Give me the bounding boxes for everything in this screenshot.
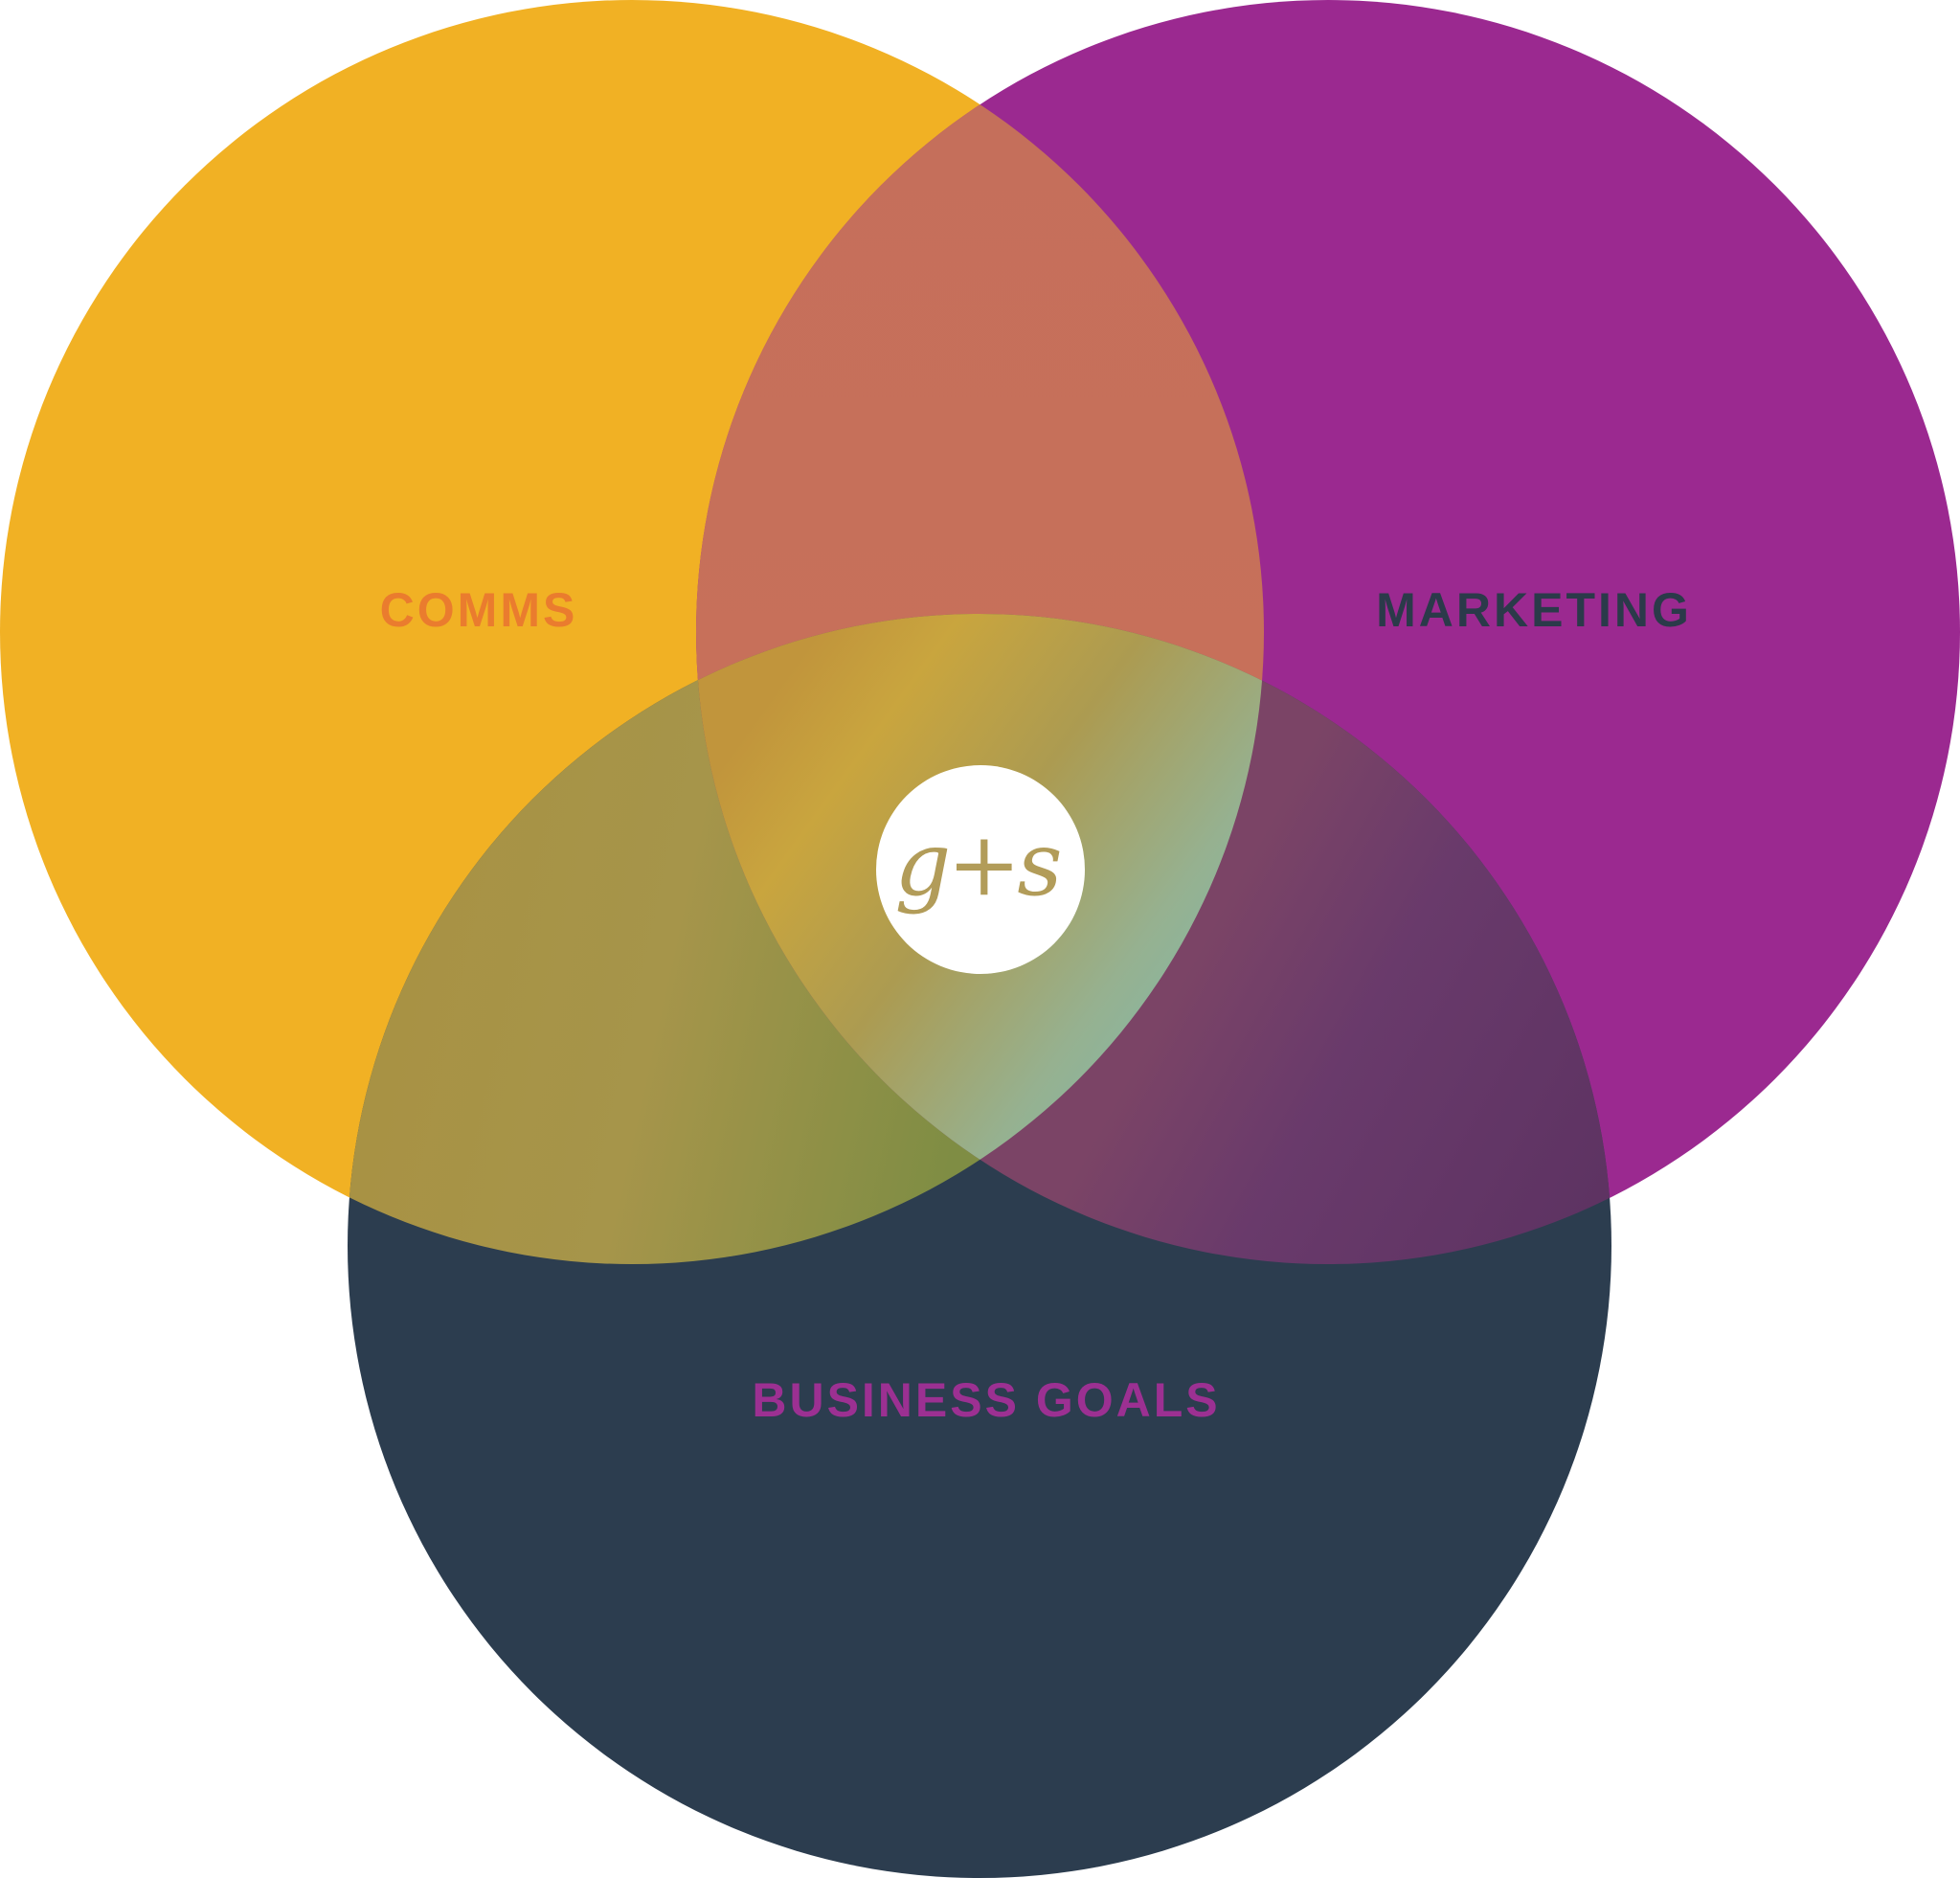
label-marketing: MARKETING: [1376, 583, 1692, 637]
logo-badge: [876, 765, 1085, 974]
logo-text: g+s: [894, 813, 1060, 916]
label-comms: COMMS: [379, 583, 578, 637]
label-business-goals: BUSINESS GOALS: [752, 1373, 1221, 1427]
